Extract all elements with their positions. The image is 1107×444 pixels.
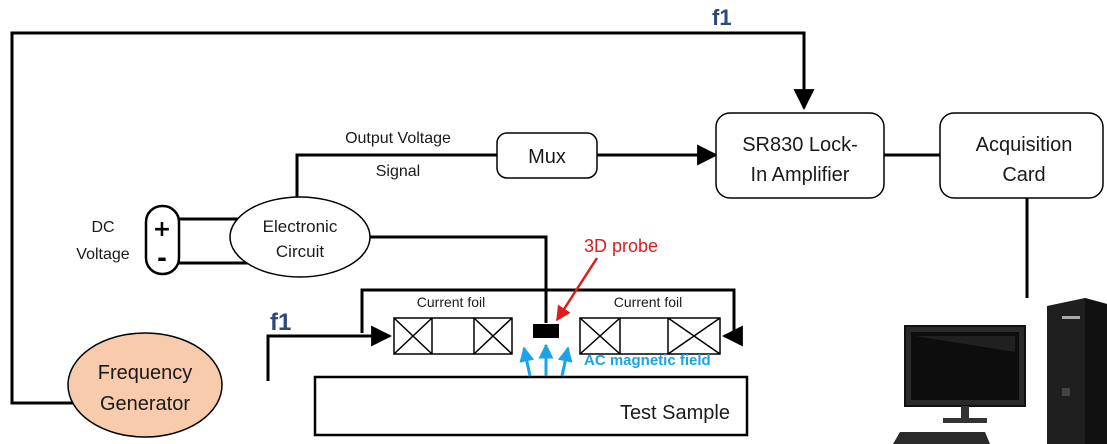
freq-label-2: Generator [100,393,190,415]
probe-sensor [533,324,559,338]
reference-wire [10,31,815,405]
coil-return-wire [360,288,743,347]
acquisition-card-box: Acquisition Card [939,112,1104,199]
output-voltage-label: Output Voltage [345,130,451,147]
current-foil-right-label: Current foil [614,294,682,310]
circuit-to-probe-wire [370,235,548,323]
acq-label-2: Card [1002,164,1045,186]
dc-battery-icon: + - [144,204,181,276]
freq-label-1: Frequency [98,362,193,384]
mux-box: Mux [496,132,598,179]
lockin-label-1: SR830 Lock- [742,134,858,156]
dc-label-1: DC [91,219,114,236]
current-foil-left [393,317,513,355]
desktop-computer-icon [893,298,1107,444]
probe-label: 3D probe [584,236,658,256]
minus-sign: - [157,244,167,272]
electronic-label-1: Electronic [263,217,338,236]
electronic-circuit-ellipse: Electronic Circuit [229,196,371,278]
plus-sign: + [153,217,171,242]
current-foil-right [579,317,721,355]
mux-label: Mux [528,146,566,168]
dc-label-2: Voltage [76,246,129,263]
lockin-label-2: In Amplifier [751,164,850,186]
output-wire [295,153,497,197]
electronic-label-2: Circuit [276,242,324,261]
wires [10,31,1029,405]
acq-label-1: Acquisition [976,134,1073,156]
test-sample-box: Test Sample [313,375,749,437]
current-foil-left-label: Current foil [417,294,485,310]
f1-left-label: f1 [270,309,291,336]
lockin-amplifier-box: SR830 Lock- In Amplifier [715,112,885,199]
probe-pointer-arrow [555,257,599,322]
f1-top-label: f1 [712,5,732,30]
test-sample-label: Test Sample [620,402,730,424]
coil-feed-wire [266,325,393,381]
signal-label: Signal [376,163,420,180]
ac-field-arrows [519,343,573,377]
ac-field-label: AC magnetic field [584,352,711,369]
frequency-generator-ellipse: Frequency Generator [67,332,223,438]
